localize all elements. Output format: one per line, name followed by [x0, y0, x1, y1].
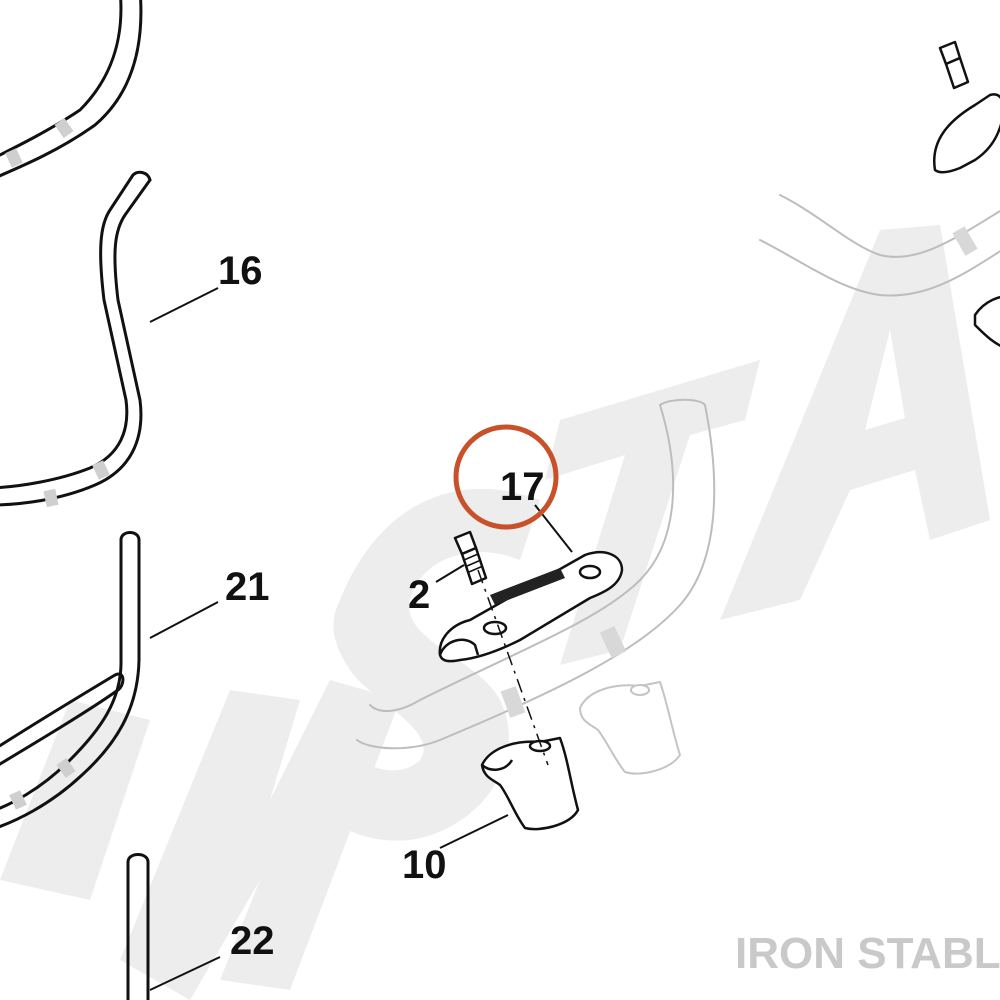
handlebar-21: [0, 531, 141, 829]
callout-21: 21: [225, 565, 270, 609]
leader-22: [149, 956, 221, 991]
assembly-axis: [477, 569, 549, 766]
leader-10: [439, 814, 509, 849]
callout-22: 22: [230, 919, 275, 963]
callout-16: 16: [218, 249, 263, 293]
callout-17: 17: [500, 465, 545, 509]
callout-10: 10: [402, 843, 447, 887]
riser-clamp-17: [438, 551, 624, 663]
ghost-riser: [579, 681, 681, 775]
watermark-text: IRON STABLE: [735, 929, 1000, 978]
ghost-handlebar-right: [759, 194, 1000, 297]
leader-2: [435, 564, 465, 583]
ghost-handlebar-center: [356, 398, 716, 750]
highlight-circle: [453, 424, 559, 530]
handlebar-22: [126, 853, 150, 1000]
leader-21: [149, 601, 219, 639]
callout-2: 2: [408, 573, 430, 617]
handlebar-16: [0, 0, 152, 508]
leader-16: [149, 287, 219, 323]
right-edge-riser: [973, 296, 1000, 347]
riser-10: [480, 736, 580, 831]
upper-right-clamp: [932, 40, 1000, 174]
